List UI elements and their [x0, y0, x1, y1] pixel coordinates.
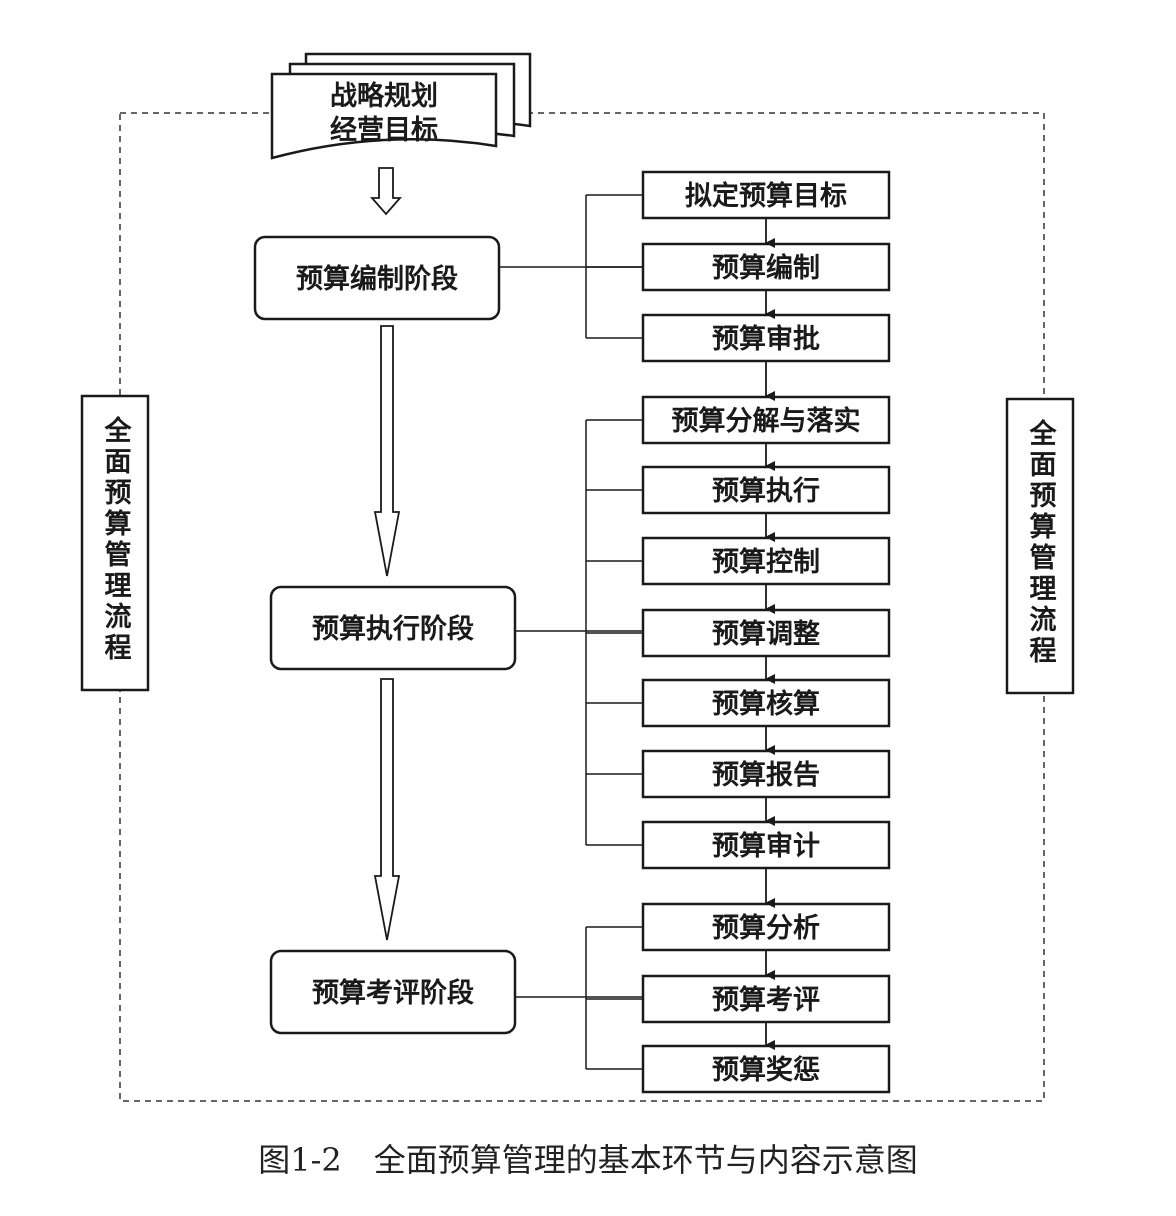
step-label: 预算控制 [712, 546, 820, 578]
step-box: 预算考评 [641, 974, 891, 1024]
side-label-left: 全面预算管理流程 [80, 394, 150, 692]
step-label: 预算编制 [712, 252, 820, 284]
stage-execute: 预算执行阶段 [269, 585, 517, 671]
stage-execute-label: 预算执行阶段 [312, 613, 474, 645]
step-box: 预算审计 [641, 820, 891, 870]
side-label-left-text: 全面预算管理流程 [100, 415, 133, 664]
side-label-right: 全面预算管理流程 [1005, 397, 1075, 695]
step-label: 预算审批 [712, 323, 820, 355]
step-label: 预算报告 [712, 759, 820, 791]
step-label: 预算执行 [712, 475, 820, 507]
hollow-arrow-compile-to-execute [373, 325, 401, 577]
hollow-arrow-execute-to-evaluate [373, 678, 401, 941]
step-box: 预算审批 [641, 313, 891, 363]
step-label: 预算调整 [712, 618, 820, 650]
figure-caption: 图1-2 全面预算管理的基本环节与内容示意图 [258, 1141, 918, 1179]
step-label: 拟定预算目标 [685, 180, 847, 212]
step-box: 预算分解与落实 [641, 395, 891, 445]
hollow-arrow-top [370, 167, 402, 216]
step-box: 拟定预算目标 [641, 170, 891, 220]
step-box: 预算调整 [641, 608, 891, 658]
step-label: 预算分解与落实 [672, 405, 861, 437]
stage-compile-label: 预算编制阶段 [296, 263, 458, 295]
stage-evaluate-label: 预算考评阶段 [312, 977, 474, 1009]
connectors-layer [499, 194, 775, 1070]
step-label: 预算奖惩 [712, 1054, 820, 1086]
step-box: 预算编制 [641, 242, 891, 292]
step-label: 预算分析 [712, 912, 820, 944]
steps-layer: 拟定预算目标预算编制预算审批预算分解与落实预算执行预算控制预算调整预算核算预算报… [641, 170, 891, 1094]
step-box: 预算分析 [641, 902, 891, 952]
step-label: 预算核算 [712, 688, 820, 720]
step-box: 预算控制 [641, 536, 891, 586]
stage-evaluate: 预算考评阶段 [269, 949, 517, 1035]
step-label: 预算考评 [712, 984, 820, 1016]
stage-compile: 预算编制阶段 [253, 235, 501, 321]
step-label: 预算审计 [712, 830, 820, 862]
strategy-document: 战略规划 经营目标 [270, 52, 532, 160]
document-line-2: 经营目标 [330, 114, 438, 146]
document-line-1: 战略规划 [330, 80, 438, 112]
side-label-right-text: 全面预算管理流程 [1025, 418, 1058, 667]
step-box: 预算执行 [641, 465, 891, 515]
step-box: 预算核算 [641, 678, 891, 728]
process-frame [119, 112, 1045, 1102]
step-box: 预算报告 [641, 749, 891, 799]
step-box: 预算奖惩 [641, 1044, 891, 1094]
